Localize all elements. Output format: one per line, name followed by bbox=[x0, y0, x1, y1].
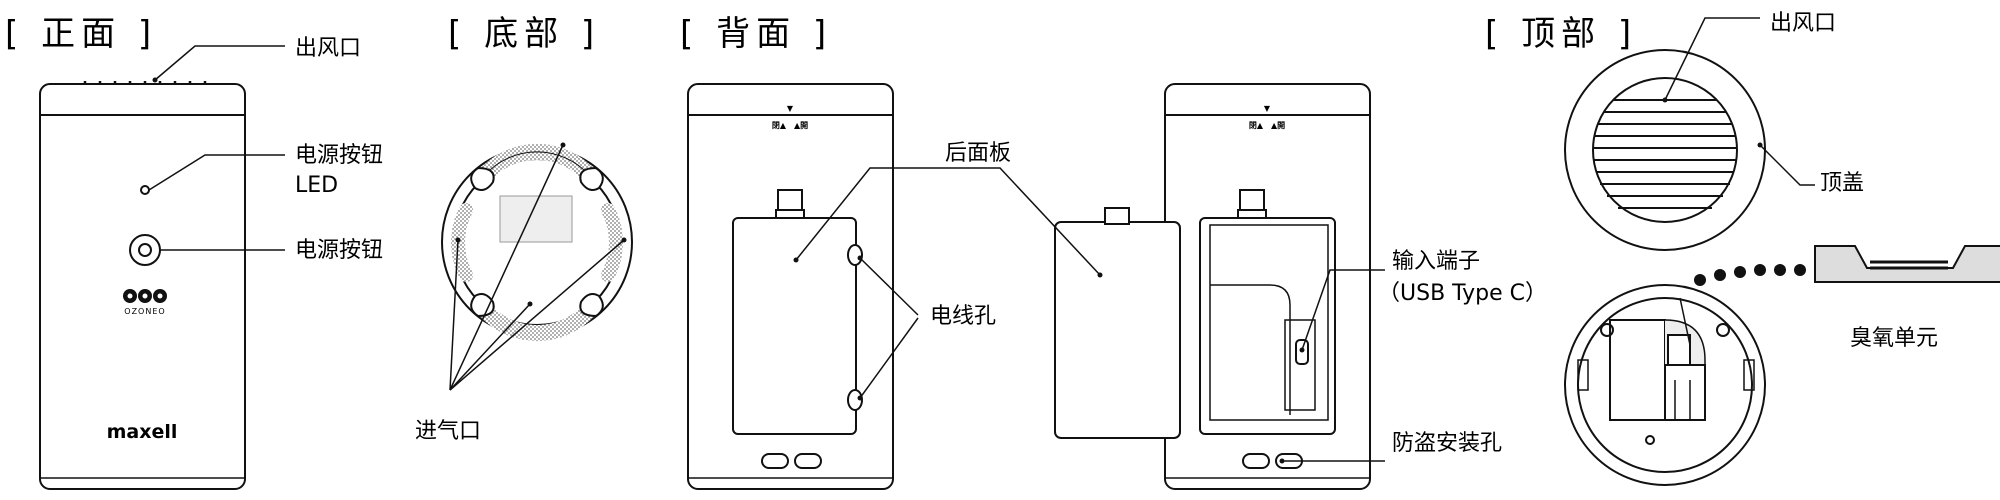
bottom-foot-4 bbox=[579, 293, 604, 318]
ozoneo-text: OZONEO bbox=[124, 307, 165, 316]
section-title-top: [ 顶部 ] bbox=[1485, 14, 1637, 54]
top-leader-dots bbox=[1662, 97, 1763, 148]
label-power-led-2: LED bbox=[295, 173, 338, 198]
label-rear-panel: 后面板 bbox=[945, 141, 1011, 166]
bottom-device bbox=[441, 143, 633, 342]
bottom-leaders bbox=[449, 144, 625, 391]
section-title-front: [ 正面 ] bbox=[5, 14, 157, 54]
label-power-led-1: 电源按钮 bbox=[295, 143, 383, 168]
label-intake: 进气口 bbox=[415, 419, 481, 444]
close-open-marks-left: 閉▲ ▲開 bbox=[772, 121, 808, 130]
lock-arrow-right: ▼ bbox=[1264, 104, 1271, 113]
front-leaders bbox=[148, 45, 285, 251]
back-leader-dots bbox=[793, 255, 1305, 464]
label-input-port-1: 输入端子 bbox=[1392, 249, 1480, 274]
bottom-foot-1 bbox=[470, 166, 495, 191]
cable-hole-top bbox=[847, 244, 863, 266]
label-input-port-2: （USB Type C） bbox=[1378, 281, 1547, 306]
ozone-unit-detail bbox=[1814, 245, 2000, 283]
label-power-button: 电源按钮 bbox=[295, 238, 383, 263]
battery-compartment bbox=[1199, 217, 1336, 435]
rear-panel-closed bbox=[732, 217, 857, 435]
rear-panel-detached bbox=[1054, 221, 1181, 439]
front-top-vents bbox=[83, 81, 207, 84]
ozone-dots bbox=[1694, 264, 1806, 286]
section-title-back: [ 背面 ] bbox=[680, 14, 832, 54]
front-device bbox=[39, 81, 246, 490]
top-grille-slats bbox=[1594, 99, 1736, 209]
bottom-foot-3 bbox=[470, 293, 495, 318]
cable-hole-bottom bbox=[847, 389, 863, 411]
label-anti-theft-hole: 防盗安装孔 bbox=[1392, 431, 1502, 456]
back-device-open bbox=[1054, 83, 1371, 490]
intake-mesh-right bbox=[601, 203, 623, 282]
label-front-outlet: 出风口 bbox=[295, 36, 361, 61]
back-leaders bbox=[795, 167, 1385, 462]
intake-mesh-left bbox=[451, 203, 473, 282]
lock-arrow-left: ▼ bbox=[787, 104, 794, 113]
anti-theft-hole-1 bbox=[761, 453, 789, 469]
bottom-leader-dots bbox=[455, 142, 627, 307]
label-top-cover: 顶盖 bbox=[1820, 171, 1864, 196]
top-device bbox=[1564, 49, 1766, 486]
label-cable-hole: 电线孔 bbox=[930, 304, 996, 329]
bottom-foot-2 bbox=[579, 166, 604, 191]
anti-theft-hole-2 bbox=[794, 453, 822, 469]
top-grille bbox=[1592, 77, 1738, 223]
label-ozone-unit: 臭氧单元 bbox=[1850, 326, 1938, 351]
ozoneo-logo-dots bbox=[123, 289, 167, 303]
close-open-marks-right: 閉▲ ▲開 bbox=[1249, 121, 1285, 130]
back-device-closed bbox=[687, 83, 894, 490]
top-leaders bbox=[1664, 17, 1815, 346]
brand-logo: maxell bbox=[107, 421, 178, 443]
intake-mesh-bottom bbox=[477, 302, 597, 342]
front-body bbox=[39, 83, 246, 490]
section-title-bottom: [ 底部 ] bbox=[448, 14, 600, 54]
label-top-outlet: 出风口 bbox=[1770, 11, 1836, 36]
